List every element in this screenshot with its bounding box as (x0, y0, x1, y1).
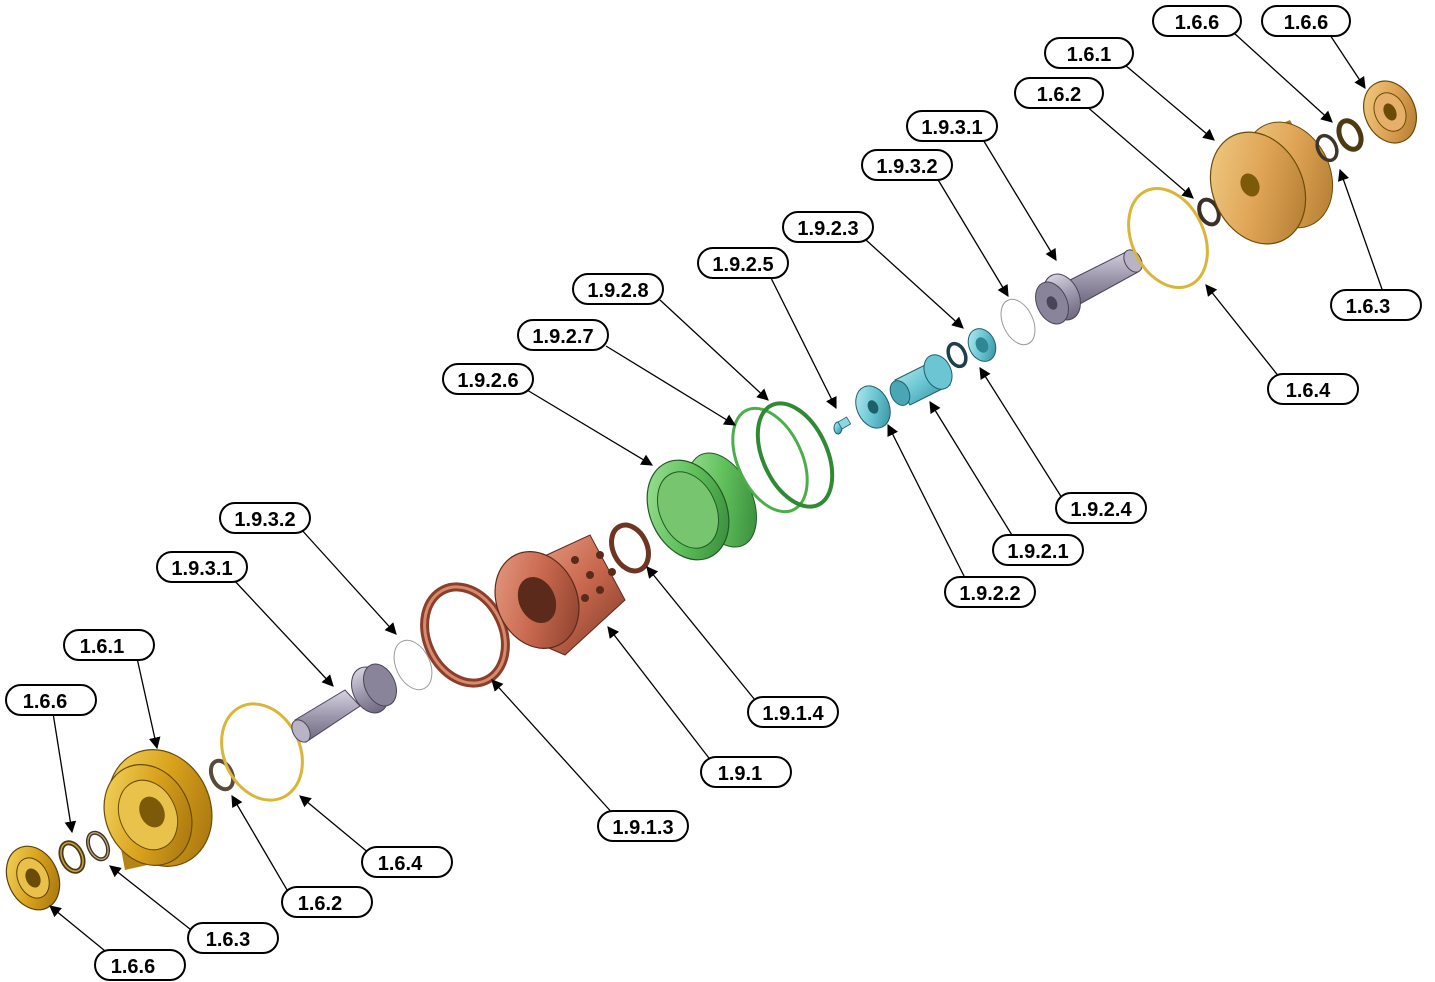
callout-label: 1.6.6 (1261, 5, 1351, 37)
seal-ring-part (208, 758, 236, 792)
end-cap-part (1363, 80, 1417, 144)
callout-label: 1.6.6 (5, 684, 97, 716)
copper-ring-part (420, 582, 510, 688)
svg-text:1.9.2.1: 1.9.2.1 (1007, 541, 1068, 563)
svg-text:1.6.1: 1.6.1 (80, 636, 124, 658)
thin-ring-part (1000, 298, 1036, 346)
svg-text:1.6.4: 1.6.4 (1286, 380, 1331, 402)
svg-text:1.6.1: 1.6.1 (1067, 44, 1111, 66)
wire-ring-part (1127, 186, 1209, 290)
shaft-part (1035, 249, 1143, 325)
svg-text:1.9.1.4: 1.9.1.4 (762, 703, 824, 725)
cyan-ring-part (967, 328, 997, 362)
cyan-disc-part (855, 385, 891, 429)
piston-body-part (494, 534, 626, 656)
callout-label: 1.6.4 (361, 846, 453, 878)
small-ring-part (85, 830, 111, 862)
svg-text:1.6.6: 1.6.6 (1284, 12, 1328, 34)
seal-ring-part (946, 341, 968, 369)
small-ring-part (58, 840, 86, 874)
housing-part (103, 749, 213, 870)
callout-label: 1.9.1.4 (747, 696, 839, 728)
callout-label: 1.9.2.4 (1055, 492, 1147, 524)
svg-text:1.9.1.3: 1.9.1.3 (612, 817, 673, 839)
callout-label: 1.9.2.1 (992, 534, 1084, 566)
svg-text:1.9.2.5: 1.9.2.5 (712, 254, 773, 276)
svg-text:1.9.3.1: 1.9.3.1 (921, 117, 982, 139)
callout-label: 1.9.2.6 (442, 363, 534, 395)
svg-text:1.9.2.4: 1.9.2.4 (1070, 499, 1132, 521)
housing-part (1209, 120, 1334, 245)
callout-label: 1.9.2.2 (944, 576, 1036, 608)
svg-text:1.6.6: 1.6.6 (1175, 12, 1219, 34)
small-ring-part (1315, 133, 1339, 163)
callout-label: 1.9.2.7 (517, 319, 609, 351)
screw-part (833, 416, 852, 435)
svg-text:1.9.2.6: 1.9.2.6 (457, 370, 518, 392)
callout-label: 1.9.3.1 (156, 551, 248, 583)
callout-label: 1.6.2 (1014, 77, 1104, 109)
small-copper-ring-part (609, 522, 651, 574)
green-ring-part (755, 401, 835, 509)
leader-lines (49, 32, 1384, 956)
callout-label: 1.9.3.1 (906, 110, 998, 142)
svg-text:1.6.3: 1.6.3 (206, 929, 250, 951)
callout-label: 1.6.3 (1330, 289, 1422, 321)
svg-text:1.6.3: 1.6.3 (1346, 296, 1390, 318)
svg-text:1.9.2.3: 1.9.2.3 (797, 218, 858, 240)
callout-label: 1.6.6 (1152, 5, 1242, 37)
svg-text:1.6.6: 1.6.6 (111, 956, 155, 978)
svg-text:1.6.4: 1.6.4 (378, 853, 423, 875)
callout-label: 1.6.2 (281, 886, 373, 918)
callout-label: 1.6.1 (63, 629, 155, 661)
small-ring-part (1336, 118, 1364, 152)
shaft-part (291, 663, 397, 743)
svg-text:1.9.3.1: 1.9.3.1 (171, 558, 232, 580)
svg-text:1.9.3.2: 1.9.3.2 (234, 509, 295, 531)
svg-text:1.9.2.2: 1.9.2.2 (959, 583, 1020, 605)
green-ring-part (731, 406, 809, 514)
svg-text:1.9.2.7: 1.9.2.7 (532, 326, 593, 348)
callout-label: 1.6.1 (1044, 37, 1134, 69)
svg-text:1.9.1: 1.9.1 (718, 763, 762, 785)
callout-label: 1.6.6 (94, 949, 186, 981)
green-sleeve-part (646, 452, 757, 561)
svg-text:1.9.3.2: 1.9.3.2 (876, 156, 937, 178)
wire-ring-part (220, 702, 304, 802)
callout-label: 1.9.1.3 (597, 810, 689, 842)
svg-text:1.6.2: 1.6.2 (298, 893, 342, 915)
svg-text:1.6.2: 1.6.2 (1037, 84, 1081, 106)
callout-label: 1.9.1 (700, 756, 792, 788)
cyan-valve-part (889, 354, 953, 406)
thin-ring-part (393, 639, 433, 691)
svg-text:1.6.6: 1.6.6 (23, 691, 67, 713)
callout-label: 1.6.4 (1267, 373, 1359, 405)
callout-label: 1.9.2.8 (572, 273, 664, 305)
callout-label: 1.9.2.5 (697, 247, 789, 279)
end-cap-part (5, 845, 61, 911)
callout-label: 1.9.3.2 (861, 149, 953, 181)
callout-label: 1.6.3 (187, 922, 279, 954)
callout-label: 1.9.2.3 (782, 211, 874, 243)
callout-label: 1.9.3.2 (219, 502, 311, 534)
svg-text:1.9.2.8: 1.9.2.8 (587, 280, 648, 302)
